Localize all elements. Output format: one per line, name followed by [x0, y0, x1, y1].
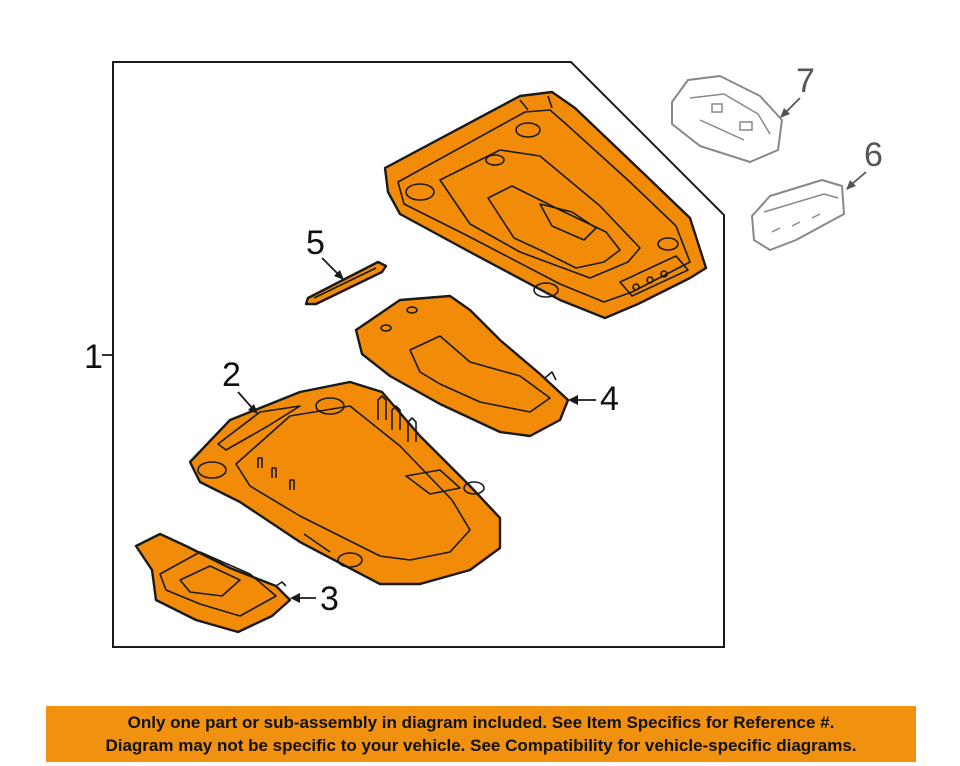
callout-2-arrowhead	[248, 404, 258, 414]
callout-7-arrowhead	[780, 108, 790, 118]
callout-3-arrowhead	[290, 593, 300, 603]
disclaimer-line-2: Diagram may not be specific to your vehi…	[105, 736, 857, 755]
callout-5: 5	[306, 224, 325, 262]
callout-5-arrowhead	[334, 270, 344, 280]
console-trim-panel	[188, 380, 502, 586]
callout-4-arrowhead	[568, 395, 578, 405]
disclaimer-line-1: Only one part or sub-assembly in diagram…	[127, 713, 835, 732]
callout-2: 2	[222, 356, 241, 394]
disclaimer-banner: Only one part or sub-assembly in diagram…	[46, 706, 916, 762]
callout-7: 7	[796, 62, 815, 100]
lamp-housing	[354, 294, 570, 438]
assembly-frame	[112, 61, 725, 648]
console-switch	[751, 179, 845, 251]
parts-diagram: 1 5 4	[84, 61, 883, 648]
lamp-bezel	[134, 532, 292, 634]
callout-6: 6	[864, 136, 883, 174]
callout-6-leader	[851, 171, 867, 185]
lamp-socket	[671, 75, 783, 163]
callout-4: 4	[600, 380, 619, 418]
callout-3: 3	[320, 580, 339, 618]
callout-1: 1	[84, 338, 103, 376]
callout-6-arrowhead	[846, 180, 856, 190]
lens-strip	[304, 260, 388, 306]
overhead-console-housing	[383, 90, 708, 320]
